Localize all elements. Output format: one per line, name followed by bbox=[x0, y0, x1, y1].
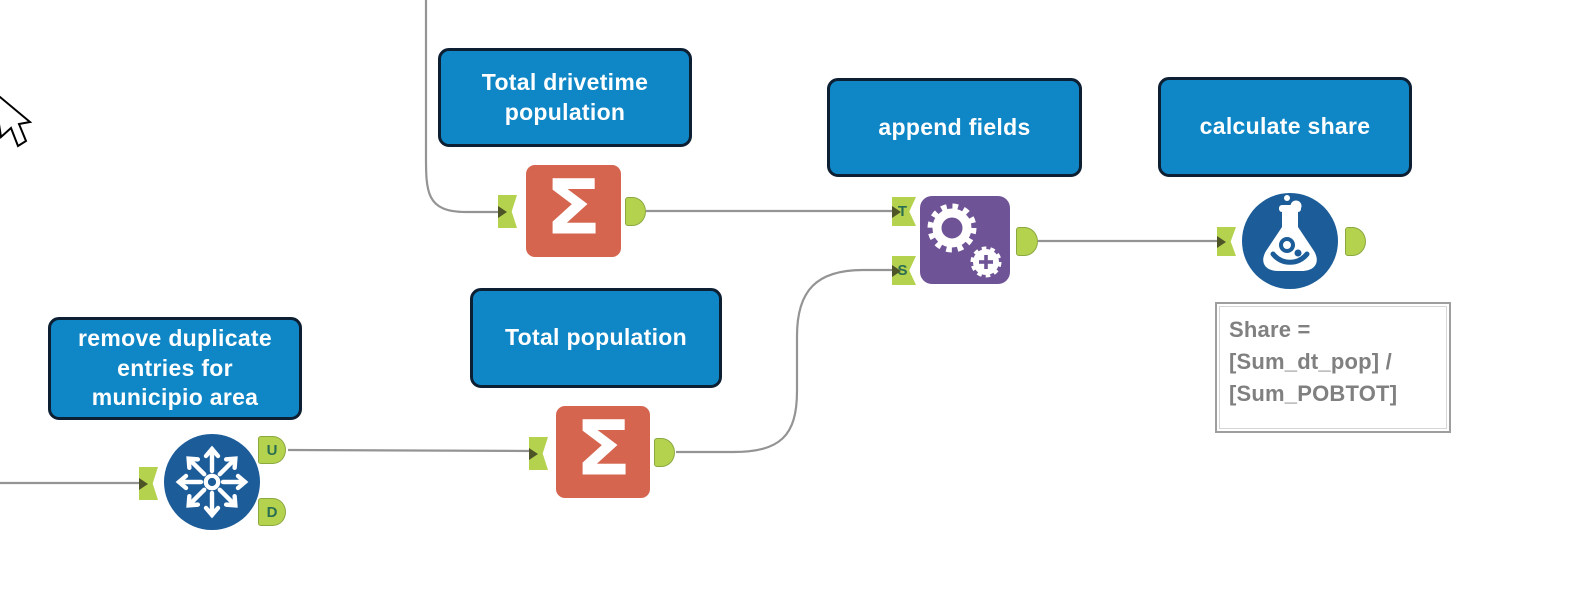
comment-label: calculate share bbox=[1199, 113, 1371, 140]
comment-label: append fields bbox=[878, 113, 1031, 140]
comment-box-total-drivetime[interactable]: Total drivetime population bbox=[438, 48, 692, 147]
comment-box-total-population[interactable]: Total population bbox=[470, 288, 722, 388]
comment-label: Total population bbox=[505, 324, 687, 351]
append-fields-tool[interactable] bbox=[920, 196, 1010, 284]
comment-box-calculate-share[interactable]: calculate share bbox=[1158, 77, 1412, 177]
connection-unique-u-to-summarize2[interactable] bbox=[287, 448, 533, 453]
sigma-icon: Σ bbox=[574, 405, 632, 493]
input-anchor-summarize1[interactable] bbox=[498, 195, 517, 228]
connection-top-to-summarize1[interactable] bbox=[424, 0, 502, 214]
connection-summarize2-to-append-s[interactable] bbox=[676, 268, 894, 454]
output-anchor-summarize2[interactable] bbox=[654, 438, 675, 467]
comment-label: Total drivetime population bbox=[481, 69, 649, 125]
anchor-letter-u: U bbox=[266, 441, 278, 459]
summarize-tool-1[interactable]: Σ bbox=[526, 165, 621, 257]
gears-icon bbox=[927, 203, 1002, 278]
comment-label: remove duplicate entries for municipio a… bbox=[78, 325, 272, 411]
input-anchor-unique[interactable] bbox=[139, 467, 158, 500]
output-anchor-unique-d[interactable]: D bbox=[258, 498, 286, 526]
annotation-share-formula[interactable]: Share = [Sum_dt_pop] / [Sum_POBTOT] bbox=[1215, 302, 1451, 433]
output-anchor-unique-u[interactable]: U bbox=[258, 436, 286, 464]
comment-box-remove-duplicate[interactable]: remove duplicate entries for municipio a… bbox=[48, 317, 302, 420]
annotation-text: Share = [Sum_dt_pop] / [Sum_POBTOT] bbox=[1229, 317, 1398, 406]
input-anchor-formula[interactable] bbox=[1217, 227, 1236, 256]
snowflake-icon bbox=[164, 434, 260, 530]
anchor-letter-d: D bbox=[266, 503, 278, 521]
output-anchor-formula[interactable] bbox=[1345, 227, 1366, 256]
sigma-icon: Σ bbox=[545, 164, 602, 252]
anchor-letter-t: T bbox=[897, 203, 908, 220]
output-anchor-summarize1[interactable] bbox=[625, 197, 646, 226]
input-anchor-summarize2[interactable] bbox=[529, 437, 548, 470]
mouse-cursor bbox=[0, 95, 33, 148]
output-anchor-append[interactable] bbox=[1016, 227, 1038, 256]
unique-tool[interactable] bbox=[164, 434, 260, 530]
comment-box-append-fields[interactable]: append fields bbox=[827, 78, 1082, 177]
flask-icon bbox=[1242, 193, 1338, 289]
formula-tool[interactable] bbox=[1242, 193, 1338, 289]
anchor-letter-s: S bbox=[897, 262, 908, 279]
summarize-tool-2[interactable]: Σ bbox=[556, 406, 650, 498]
